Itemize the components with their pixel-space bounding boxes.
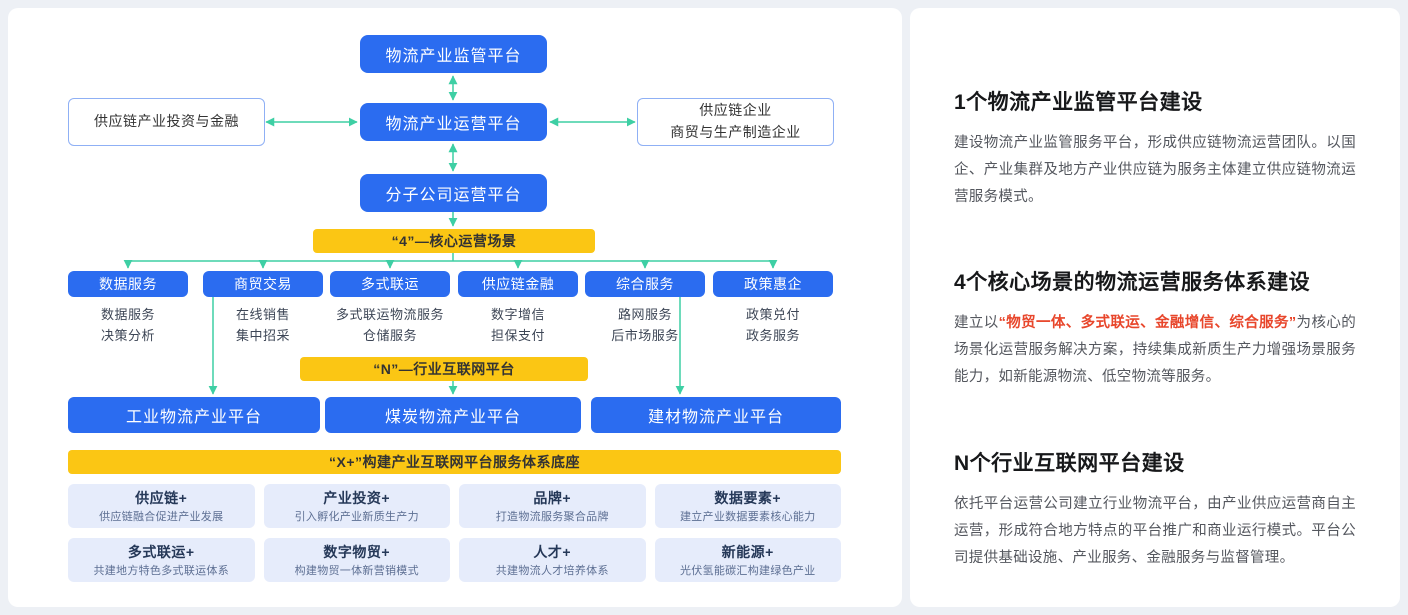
section-body: 建立以“物贸一体、多式联运、金融增信、综合服务”为核心的场景化运营服务解决方案，…	[954, 310, 1356, 390]
foundation-tile-multimodal: 多式联运+ 共建地方特色多式联运体系	[68, 538, 255, 582]
platform-building-materials-logistics: 建材物流产业平台	[591, 397, 841, 433]
section-heading: 4个核心场景的物流运营服务体系建设	[954, 271, 1311, 295]
node-text-line: 供应链企业	[699, 102, 772, 119]
caption-line: 决策分析	[100, 327, 155, 343]
foundation-tile-supply-chain: 供应链+ 供应链融合促进产业发展	[68, 484, 255, 528]
foundation-tile-data-elements: 数据要素+ 建立产业数据要素核心能力	[654, 484, 841, 528]
caption-line: 在线销售	[235, 307, 290, 322]
platform-industrial-logistics: 工业物流产业平台	[68, 397, 320, 433]
section-heading: 1个物流产业监管平台建设	[954, 91, 1203, 114]
node-supervision-platform: 物流产业监管平台	[360, 35, 547, 73]
caption-line: 数字增信	[490, 307, 545, 322]
scenario-supply-chain-finance: 供应链金融	[458, 271, 578, 297]
tile-title: 产业投资+	[323, 489, 391, 506]
caption-line: 政务服务	[745, 327, 800, 343]
tile-desc: 光伏氢能碳汇构建绿色产业	[679, 565, 816, 578]
tile-desc: 引入孵化产业新质生产力	[294, 511, 419, 524]
foundation-tile-talent: 人才+ 共建物流人才培养体系	[459, 538, 646, 582]
tile-desc: 共建地方特色多式联运体系	[93, 565, 230, 578]
scenario-policy-benefits: 政策惠企	[713, 271, 833, 297]
caption-line: 多式联运物流服务	[335, 307, 444, 322]
scenario-caption: 政策兑付 政务服务	[698, 305, 848, 347]
caption-line: 担保支付	[490, 327, 545, 343]
foundation-grid: 供应链+ 供应链融合促进产业发展 产业投资+ 引入孵化产业新质生产力 品牌+ 打…	[68, 484, 841, 582]
node-supply-chain-enterprises: 供应链企业 商贸与生产制造企业	[637, 98, 834, 146]
section-body: 建设物流产业监管服务平台，形成供应链物流运营团队。以国企、产业集群及地方产业供应…	[954, 135, 1356, 205]
scenario-caption: 在线销售 集中招采	[188, 305, 338, 347]
scenario-caption: 数据服务 决策分析	[53, 305, 203, 347]
node-subsidiary-platform: 分子公司运营平台	[360, 174, 547, 212]
platform-coal-logistics: 煤炭物流产业平台	[325, 397, 581, 433]
node-operation-platform: 物流产业运营平台	[360, 103, 547, 141]
caption-line: 后市场服务	[611, 327, 679, 343]
node-investment-finance: 供应链产业投资与金融	[68, 98, 265, 146]
tile-title: 品牌+	[533, 489, 572, 506]
scenario-multimodal: 多式联运	[330, 271, 450, 297]
body-highlight: “物贸一体、多式联运、金融增信、综合服务”	[998, 315, 1297, 332]
caption-line: 数据服务	[100, 307, 155, 322]
body-text: 建立以	[954, 315, 999, 332]
tile-title: 多式联运+	[127, 543, 195, 560]
scenario-data-services: 数据服务	[68, 271, 188, 297]
band-x-foundation: “X+”构建产业互联网平台服务体系底座	[68, 450, 841, 474]
caption-line: 仓储服务	[362, 327, 417, 343]
tile-title: 数据要素+	[714, 489, 782, 506]
caption-line: 政策兑付	[745, 307, 800, 322]
description-panel: 1个物流产业监管平台建设 建设物流产业监管服务平台，形成供应链物流运营团队。以国…	[910, 8, 1400, 607]
tile-desc: 构建物贸一体新营销模式	[294, 565, 419, 578]
tile-desc: 共建物流人才培养体系	[495, 565, 609, 578]
section-heading: N个行业互联网平台建设	[954, 451, 1185, 475]
section-industry-internet-platforms: N个行业互联网平台建设 依托平台运营公司建立行业物流平台，由产业供应运营商自主运…	[954, 447, 1356, 571]
tile-title: 新能源+	[721, 543, 774, 560]
scenario-comprehensive-services: 综合服务	[585, 271, 705, 297]
foundation-tile-brand: 品牌+ 打造物流服务聚合品牌	[459, 484, 646, 528]
section-supervision-platform: 1个物流产业监管平台建设 建设物流产业监管服务平台，形成供应链物流运营团队。以国…	[954, 86, 1356, 210]
foundation-tile-digital-trade: 数字物贸+ 构建物贸一体新营销模式	[263, 538, 450, 582]
tile-title: 供应链+	[135, 489, 188, 506]
band-n-industry-internet: “N”—行业互联网平台	[300, 357, 588, 381]
band-four-core-scenarios: “4”—核心运营场景	[313, 229, 595, 253]
section-body: 依托平台运营公司建立行业物流平台，由产业供应运营商自主运营，形成符合地方特点的平…	[954, 495, 1356, 566]
tile-title: 数字物贸+	[323, 543, 391, 560]
foundation-tile-new-energy: 新能源+ 光伏氢能碳汇构建绿色产业	[654, 538, 841, 582]
tile-desc: 打造物流服务聚合品牌	[495, 511, 609, 524]
node-text-line: 商贸与生产制造企业	[670, 124, 801, 140]
body-text: 为核心的场景化运营服务解决方案，持续集成新质生产力增强场景服务能力，如新能源物流…	[954, 315, 1356, 386]
foundation-tile-industry-investment: 产业投资+ 引入孵化产业新质生产力	[263, 484, 450, 528]
diagram-panel: 物流产业监管平台 供应链产业投资与金融 物流产业运营平台 供应链企业 商贸与生产…	[8, 8, 902, 607]
scenario-caption: 多式联运物流服务 仓储服务	[315, 305, 465, 347]
scenario-caption: 数字增信 担保支付	[443, 305, 593, 347]
tile-desc: 供应链融合促进产业发展	[99, 511, 224, 524]
tile-desc: 建立产业数据要素核心能力	[679, 511, 816, 524]
scenario-trade: 商贸交易	[203, 271, 323, 297]
tile-title: 人才+	[533, 543, 572, 560]
scenario-caption: 路网服务 后市场服务	[570, 305, 720, 347]
caption-line: 路网服务	[617, 307, 672, 322]
section-core-scenarios: 4个核心场景的物流运营服务体系建设 建立以“物贸一体、多式联运、金融增信、综合服…	[954, 266, 1356, 390]
caption-line: 集中招采	[235, 327, 290, 343]
